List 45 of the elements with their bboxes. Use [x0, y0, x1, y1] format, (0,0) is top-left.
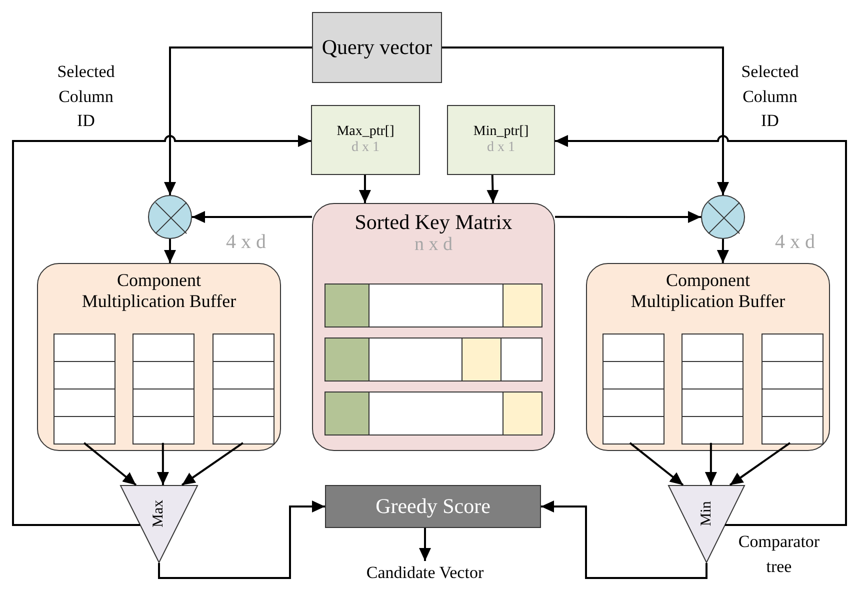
panel-title: Component Multiplication Buffer — [630, 270, 786, 312]
multiplier-symbol — [148, 195, 192, 239]
comparator-label: Max — [150, 498, 168, 530]
array-size: d x 1 — [487, 140, 515, 156]
component-caption: Comparator tree — [737, 531, 821, 578]
arrow — [419, 528, 431, 561]
array-name: Min_ptr[] — [473, 124, 529, 140]
arrow — [555, 211, 701, 223]
edge-label: Selected Column ID — [56, 61, 116, 132]
box-title: Greedy Score — [376, 494, 490, 519]
input-box — [312, 12, 442, 83]
comparator-label: Min — [698, 500, 715, 528]
arrow — [729, 442, 791, 486]
edge-label: Selected Column ID — [740, 61, 800, 132]
arrow — [83, 442, 137, 486]
arrow — [541, 500, 708, 579]
arrow — [704, 442, 717, 485]
arrow — [156, 442, 169, 485]
arrow — [486, 174, 499, 204]
arrow — [442, 46, 729, 195]
arrow — [716, 239, 729, 263]
panel-title: Component Multiplication Buffer — [80, 270, 238, 312]
arrow — [555, 134, 847, 526]
arrow — [629, 442, 684, 486]
array-name: Max_ptr[] — [336, 124, 394, 140]
dimension-label: 4 x d — [226, 231, 266, 254]
matrix-size: n x d — [414, 234, 452, 256]
box-title: Query vector — [322, 35, 432, 60]
arrow — [181, 442, 244, 486]
dimension-label: 4 x d — [775, 231, 815, 254]
arrow — [158, 500, 325, 579]
multiplier-symbol — [701, 195, 745, 239]
score-box — [325, 485, 541, 528]
pointer-array-box — [311, 105, 420, 175]
matrix-panel — [312, 203, 555, 451]
arrow — [164, 46, 312, 195]
arrow — [12, 134, 311, 526]
output-label: Candidate Vector — [366, 563, 484, 583]
arrow — [192, 211, 312, 223]
pointer-array-box — [447, 105, 555, 175]
arrow — [358, 175, 371, 203]
comparator-triangle — [120, 485, 198, 563]
panel-title: Sorted Key Matrix — [354, 210, 512, 234]
array-size: d x 1 — [352, 140, 380, 156]
arrow — [164, 239, 176, 263]
